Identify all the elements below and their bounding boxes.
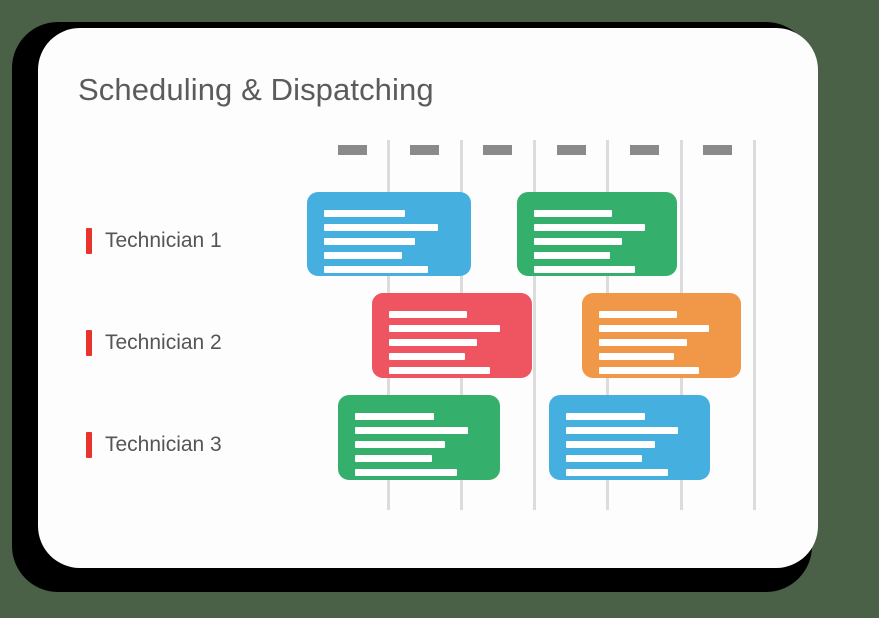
task-text-line-4 xyxy=(566,455,643,462)
task-text-line-4 xyxy=(534,252,610,259)
task-technician3-a[interactable] xyxy=(338,395,500,480)
task-text-line-5 xyxy=(389,367,490,374)
task-text-line-2 xyxy=(599,325,709,332)
timeline-gridline-3 xyxy=(533,140,536,510)
task-text-line-5 xyxy=(566,469,668,476)
task-text-line-1 xyxy=(355,413,435,420)
task-text-line-3 xyxy=(355,441,445,448)
task-technician2-b[interactable] xyxy=(582,293,741,378)
task-text-line-4 xyxy=(599,353,674,360)
timeline-chart: Technician 1 Technician 2 Technician 3 xyxy=(38,28,818,568)
task-text-line-4 xyxy=(389,353,465,360)
task-text-line-1 xyxy=(566,413,645,420)
column-header-1 xyxy=(338,145,367,155)
task-technician1-a[interactable] xyxy=(307,192,471,276)
task-technician1-b[interactable] xyxy=(517,192,677,276)
task-text-line-2 xyxy=(355,427,468,434)
task-text-line-5 xyxy=(599,367,699,374)
task-text-line-3 xyxy=(566,441,655,448)
row-label-text: Technician 2 xyxy=(105,331,222,354)
task-text-line-2 xyxy=(324,224,439,231)
task-text-line-5 xyxy=(355,469,458,476)
row-label-technician-1[interactable]: Technician 1 xyxy=(86,228,222,254)
task-text-line-5 xyxy=(324,266,428,273)
row-marker-icon xyxy=(86,432,92,458)
row-label-text: Technician 3 xyxy=(105,433,222,456)
task-text-line-1 xyxy=(389,311,468,318)
column-header-3 xyxy=(483,145,512,155)
row-marker-icon xyxy=(86,330,92,356)
task-text-line-2 xyxy=(389,325,500,332)
task-text-line-5 xyxy=(534,266,635,273)
task-text-line-3 xyxy=(389,339,478,346)
task-text-line-3 xyxy=(324,238,415,245)
task-text-line-4 xyxy=(324,252,402,259)
row-label-text: Technician 1 xyxy=(105,229,222,252)
timeline-gridline-6 xyxy=(753,140,756,510)
page-title: Scheduling & Dispatching xyxy=(78,72,434,107)
row-label-technician-3[interactable]: Technician 3 xyxy=(86,432,222,458)
task-text-line-3 xyxy=(599,339,687,346)
row-marker-icon xyxy=(86,228,92,254)
row-label-technician-2[interactable]: Technician 2 xyxy=(86,330,222,356)
task-text-line-1 xyxy=(324,210,405,217)
task-text-line-2 xyxy=(566,427,678,434)
task-technician2-a[interactable] xyxy=(372,293,532,378)
column-header-6 xyxy=(703,145,732,155)
task-text-line-1 xyxy=(534,210,613,217)
task-text-line-4 xyxy=(355,455,432,462)
task-text-line-3 xyxy=(534,238,623,245)
column-header-4 xyxy=(557,145,586,155)
column-header-2 xyxy=(410,145,439,155)
task-text-line-2 xyxy=(534,224,645,231)
task-text-line-1 xyxy=(599,311,677,318)
task-technician3-b[interactable] xyxy=(549,395,710,480)
column-header-5 xyxy=(630,145,659,155)
